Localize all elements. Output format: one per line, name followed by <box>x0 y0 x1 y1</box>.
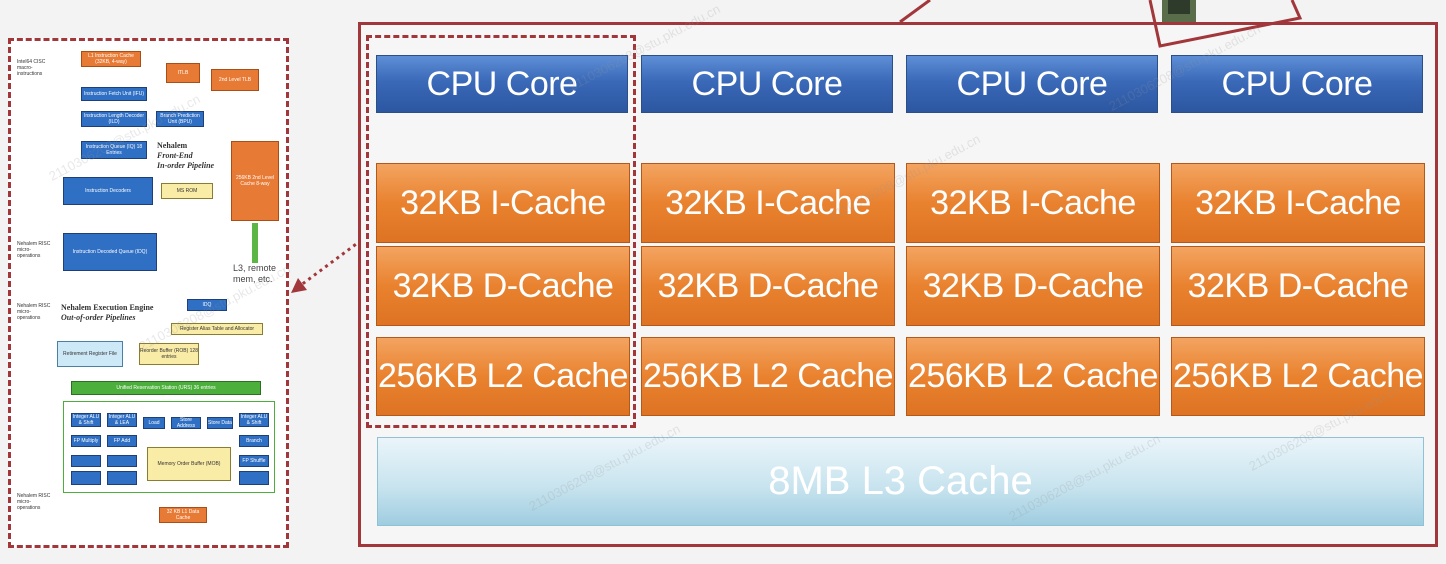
cpu-core-1: CPU Core <box>376 55 628 113</box>
icache-1: 32KB I-Cache <box>376 163 630 243</box>
front-end-title: Nehalem <box>157 141 188 150</box>
mob-box: Memory Order Buffer (MOB) <box>147 447 231 481</box>
nehalem-pipeline-diagram: Intel64 CISC macro-instructions Nehalem … <box>8 38 289 548</box>
side-label-risc-3: Nehalem RISC micro-operations <box>17 493 51 511</box>
idq-box: IDQ <box>187 299 227 311</box>
cpu-core-3: CPU Core <box>906 55 1158 113</box>
l2-cache-2: 256KB L2 Cache <box>641 337 895 416</box>
icache-4: 32KB I-Cache <box>1171 163 1425 243</box>
rat-box: Register Alias Table and Allocator <box>171 323 263 335</box>
l3-link-arrow <box>252 223 258 263</box>
exec-unit-6: Integer ALU & Shift <box>239 413 269 427</box>
cpu-core-2: CPU Core <box>641 55 893 113</box>
l2-cache-box: 256KB 2nd Level Cache 8-way <box>231 141 279 221</box>
callout-line <box>899 0 931 24</box>
l1-dcache-box: 32 KB L1 Data Cache <box>159 507 207 523</box>
front-end-sub2: In-order Pipeline <box>157 161 215 170</box>
side-label-risc-1: Nehalem RISC micro-operations <box>17 241 51 259</box>
exec-unit-7: FP Multiply <box>71 435 101 447</box>
icache-3: 32KB I-Cache <box>906 163 1160 243</box>
exec-unit-12 <box>107 455 137 467</box>
exec-title: Nehalem Execution Engine <box>61 303 154 312</box>
l2-tlb-box: 2nd Level TLB <box>211 69 259 91</box>
exec-unit-2: Integer ALU & LEA <box>107 413 137 427</box>
exec-unit-14 <box>107 471 137 485</box>
idq-front-box: Instruction Decoded Queue (IDQ) <box>63 233 157 271</box>
exec-unit-13 <box>71 471 101 485</box>
exec-unit-5: Store Data <box>207 417 233 429</box>
chip-photo-callout <box>899 0 1303 48</box>
itlb-box: ITLB <box>166 63 200 83</box>
reservation-station-box: Unified Reservation Station (URS) 36 ent… <box>71 381 261 395</box>
exec-unit-3: Load <box>143 417 165 429</box>
cpu-core-4: CPU Core <box>1171 55 1423 113</box>
bpu-box: Branch Prediction Unit (BPU) <box>156 111 204 127</box>
side-label-cisc: Intel64 CISC macro-instructions <box>17 59 46 77</box>
l1-icache-box: L1 Instruction Cache (32KB, 4-way) <box>81 51 141 67</box>
l2-cache-4: 256KB L2 Cache <box>1171 337 1425 416</box>
length-decoder-box: Instruction Length Decoder (ILD) <box>81 111 147 127</box>
rob-box: Reorder Buffer (ROB) 128 entries <box>139 343 199 365</box>
dcache-1: 32KB D-Cache <box>376 246 630 326</box>
retirement-file-box: Retirement Register File <box>57 341 123 367</box>
exec-cluster-outline <box>63 401 275 493</box>
core-highlight-box <box>366 35 636 428</box>
exec-unit-8: FP Add <box>107 435 137 447</box>
arrow-line <box>296 234 368 290</box>
exec-unit-10: FP Shuffle <box>239 455 269 467</box>
ms-rom-box: MS ROM <box>161 183 213 199</box>
front-end-sub1: Front-End <box>157 151 193 160</box>
fetch-unit-box: Instruction Fetch Unit (IFU) <box>81 87 147 101</box>
exec-unit-9: Branch <box>239 435 269 447</box>
side-label-risc-2: Nehalem RISC micro-operations <box>17 303 51 321</box>
l2-cache-3: 256KB L2 Cache <box>906 337 1160 416</box>
arrow-head <box>291 278 307 293</box>
dcache-4: 32KB D-Cache <box>1171 246 1425 326</box>
l3-remote-note: L3, remote mem, etc. <box>233 263 277 284</box>
chip-die <box>1168 0 1190 14</box>
exec-unit-15 <box>239 471 269 485</box>
core-detail-arrow <box>291 234 368 293</box>
l3-cache: 8MB L3 Cache <box>377 437 1424 526</box>
l2-cache-1: 256KB L2 Cache <box>376 337 630 416</box>
instruction-queue-box: Instruction Queue (IQ) 18 Entries <box>81 141 147 159</box>
exec-unit-4: Store Address <box>171 417 201 429</box>
exec-unit-1: Integer ALU & Shift <box>71 413 101 427</box>
exec-unit-11 <box>71 455 101 467</box>
icache-2: 32KB I-Cache <box>641 163 895 243</box>
exec-sub: Out-of-order Pipelines <box>61 313 136 322</box>
dcache-2: 32KB D-Cache <box>641 246 895 326</box>
chip-photo-frame <box>1148 0 1303 48</box>
decoders-box: Instruction Decoders <box>63 177 153 205</box>
dcache-3: 32KB D-Cache <box>906 246 1160 326</box>
